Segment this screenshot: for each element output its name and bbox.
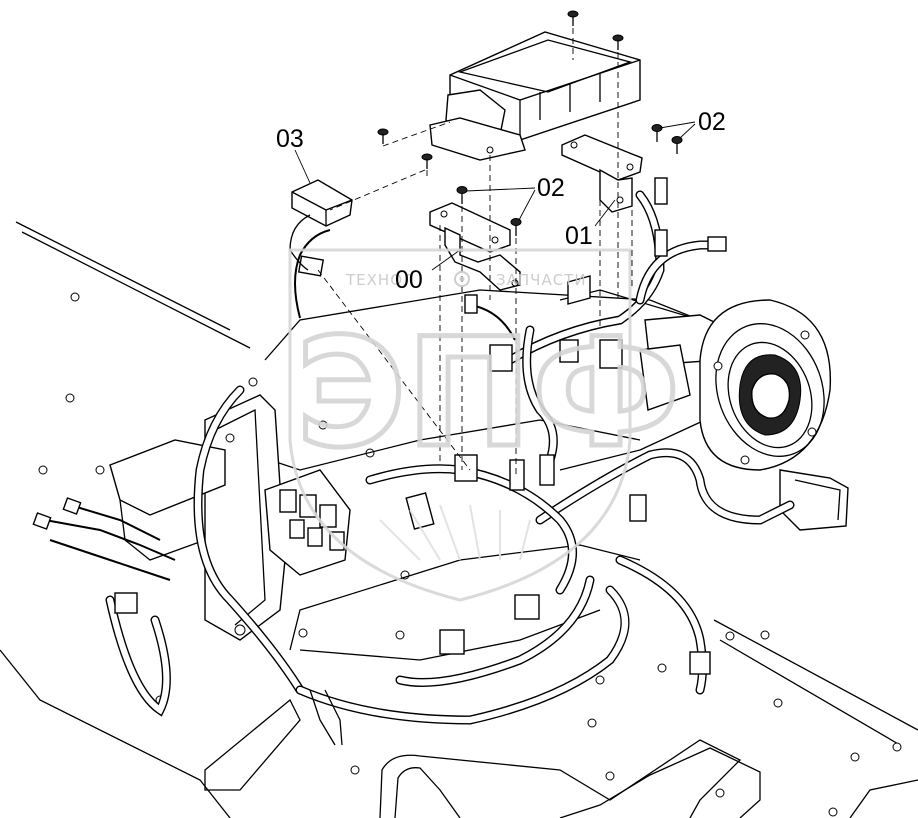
callout-00: 00 bbox=[395, 266, 423, 294]
leader-lines bbox=[294, 121, 696, 271]
round-housing bbox=[699, 299, 849, 531]
watermark-left-text: ТЕХНОЛ bbox=[345, 271, 415, 289]
screw-02-mid-b bbox=[510, 218, 522, 236]
callout-01: 01 bbox=[565, 222, 593, 250]
screw-top-2 bbox=[612, 34, 624, 50]
screw-left-2 bbox=[421, 153, 433, 169]
callout-02-right: 02 bbox=[698, 108, 726, 136]
fasteners bbox=[377, 10, 683, 236]
harness-connectors bbox=[32, 177, 727, 675]
control-module bbox=[429, 31, 641, 161]
screw-02-right-b bbox=[671, 136, 683, 154]
screw-left-1 bbox=[377, 128, 389, 144]
watermark-right-text: ЗАПЧАСТИ bbox=[496, 271, 587, 289]
chassis-plate bbox=[0, 221, 918, 818]
screw-02-right-a bbox=[651, 124, 663, 142]
watermark: ЭПФ ТЕХНОЛ ЗАПЧАСТИ bbox=[288, 248, 683, 602]
bracket-01 bbox=[561, 134, 643, 213]
callout-02-middle: 02 bbox=[537, 174, 565, 202]
gear-icon bbox=[454, 271, 470, 287]
watermark-logo: ЭПФ bbox=[296, 307, 680, 481]
callout-03: 03 bbox=[276, 125, 304, 153]
screw-top-1 bbox=[567, 10, 579, 26]
callout-labels: 03 02 02 01 00 bbox=[276, 108, 726, 294]
screw-02-mid-a bbox=[456, 186, 468, 204]
